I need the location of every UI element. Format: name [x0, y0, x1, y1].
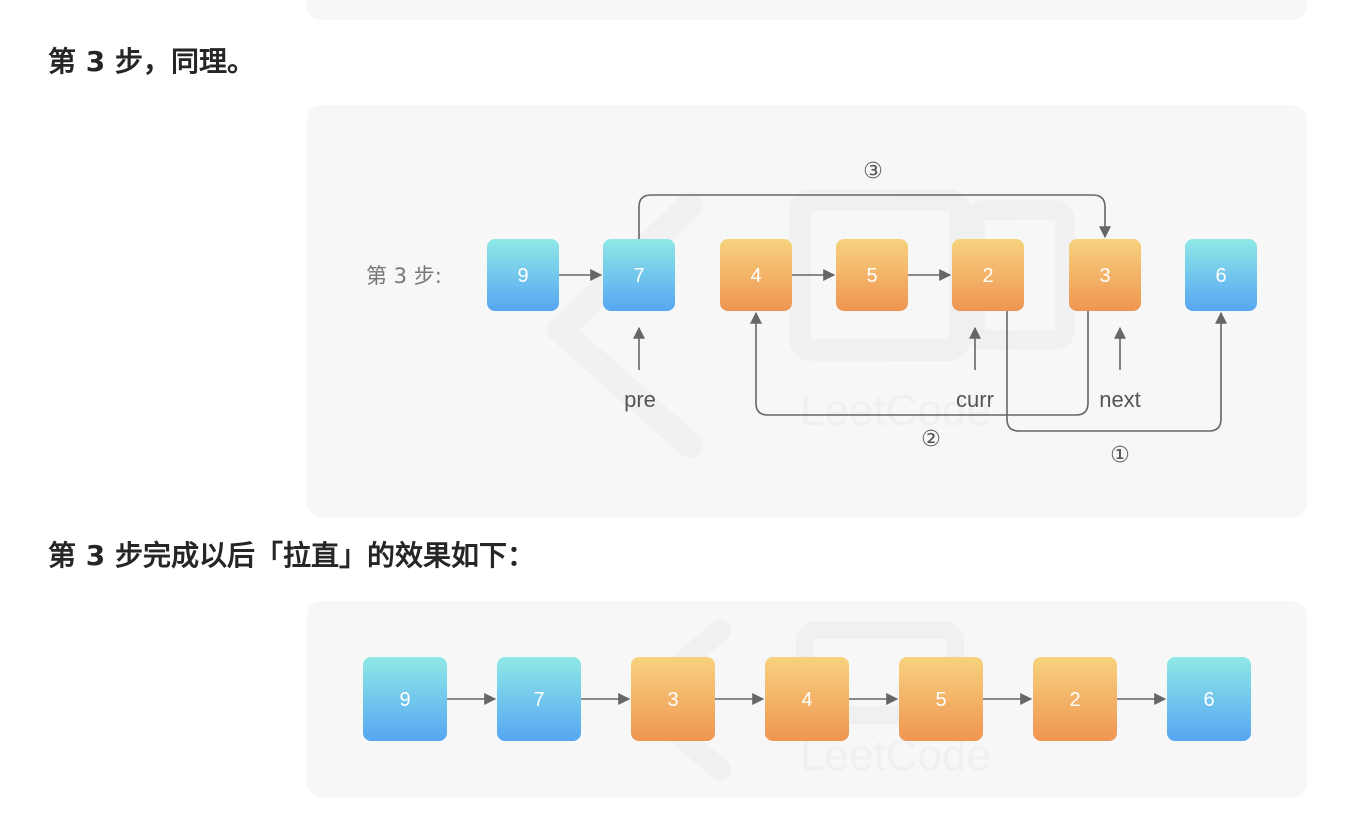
node-box [487, 239, 559, 311]
pointer-curr-label: curr [956, 387, 994, 412]
node-box [765, 657, 849, 741]
node-box [836, 239, 908, 311]
list-node-6: 2 [1033, 657, 1117, 741]
node-box [603, 239, 675, 311]
step3-paragraph: 第 3 步，同理。 [48, 45, 255, 78]
step3-arrow-7-to-3 [638, 194, 1111, 239]
list-node-1: 9 [487, 239, 559, 311]
top-panel-remnant [307, 0, 1307, 20]
step1-arrow-2-to-6 [1006, 311, 1227, 432]
node-value: 7 [533, 689, 544, 711]
list-node-3: 3 [631, 657, 715, 741]
list-node-4: 5 [836, 239, 908, 311]
node-box [899, 657, 983, 741]
step-three-marker: ③ [863, 159, 883, 184]
node-box [1033, 657, 1117, 741]
list-node-1: 9 [363, 657, 447, 741]
pointer-pre-label: pre [624, 387, 656, 412]
node-box [1069, 239, 1141, 311]
node-value: 3 [667, 689, 678, 711]
step-label: 第 3 步: [366, 264, 442, 288]
list-node-2: 7 [603, 239, 675, 311]
node-value: 6 [1203, 689, 1214, 711]
step2-arrow-3-to-4 [750, 311, 1089, 416]
list-node-5: 2 [952, 239, 1024, 311]
node-value: 2 [1069, 689, 1080, 711]
node-box [497, 657, 581, 741]
list-node-5: 5 [899, 657, 983, 741]
node-value: 9 [517, 265, 528, 287]
node-value: 3 [1099, 265, 1110, 287]
node-value: 2 [982, 265, 993, 287]
node-box [631, 657, 715, 741]
diagram1-nodes: 9 7 4 5 2 3 6 [487, 239, 1257, 311]
node-value: 6 [1215, 265, 1226, 287]
pointer-next-label: next [1099, 387, 1141, 412]
node-box [952, 239, 1024, 311]
list-node-2: 7 [497, 657, 581, 741]
list-node-3: 4 [720, 239, 792, 311]
watermark-text-1: LeetCode [800, 386, 991, 435]
list-node-4: 4 [765, 657, 849, 741]
list-node-6: 3 [1069, 239, 1141, 311]
diagram2-nodes: 9 7 3 4 5 2 6 [363, 657, 1251, 741]
step-one-marker: ① [1110, 443, 1130, 468]
list-node-7: 6 [1185, 239, 1257, 311]
node-box [720, 239, 792, 311]
list-node-7: 6 [1167, 657, 1251, 741]
node-box [1185, 239, 1257, 311]
flatten-result-paragraph: 第 3 步完成以后「拉直」的效果如下： [48, 539, 535, 572]
node-value: 9 [399, 689, 410, 711]
step-two-marker: ② [921, 427, 941, 452]
node-box [1167, 657, 1251, 741]
node-value: 4 [750, 265, 761, 287]
node-value: 5 [935, 689, 946, 711]
node-value: 7 [633, 265, 644, 287]
diagram1-arrows [559, 194, 1227, 432]
node-box [363, 657, 447, 741]
node-value: 5 [866, 265, 877, 287]
node-value: 4 [801, 689, 812, 711]
